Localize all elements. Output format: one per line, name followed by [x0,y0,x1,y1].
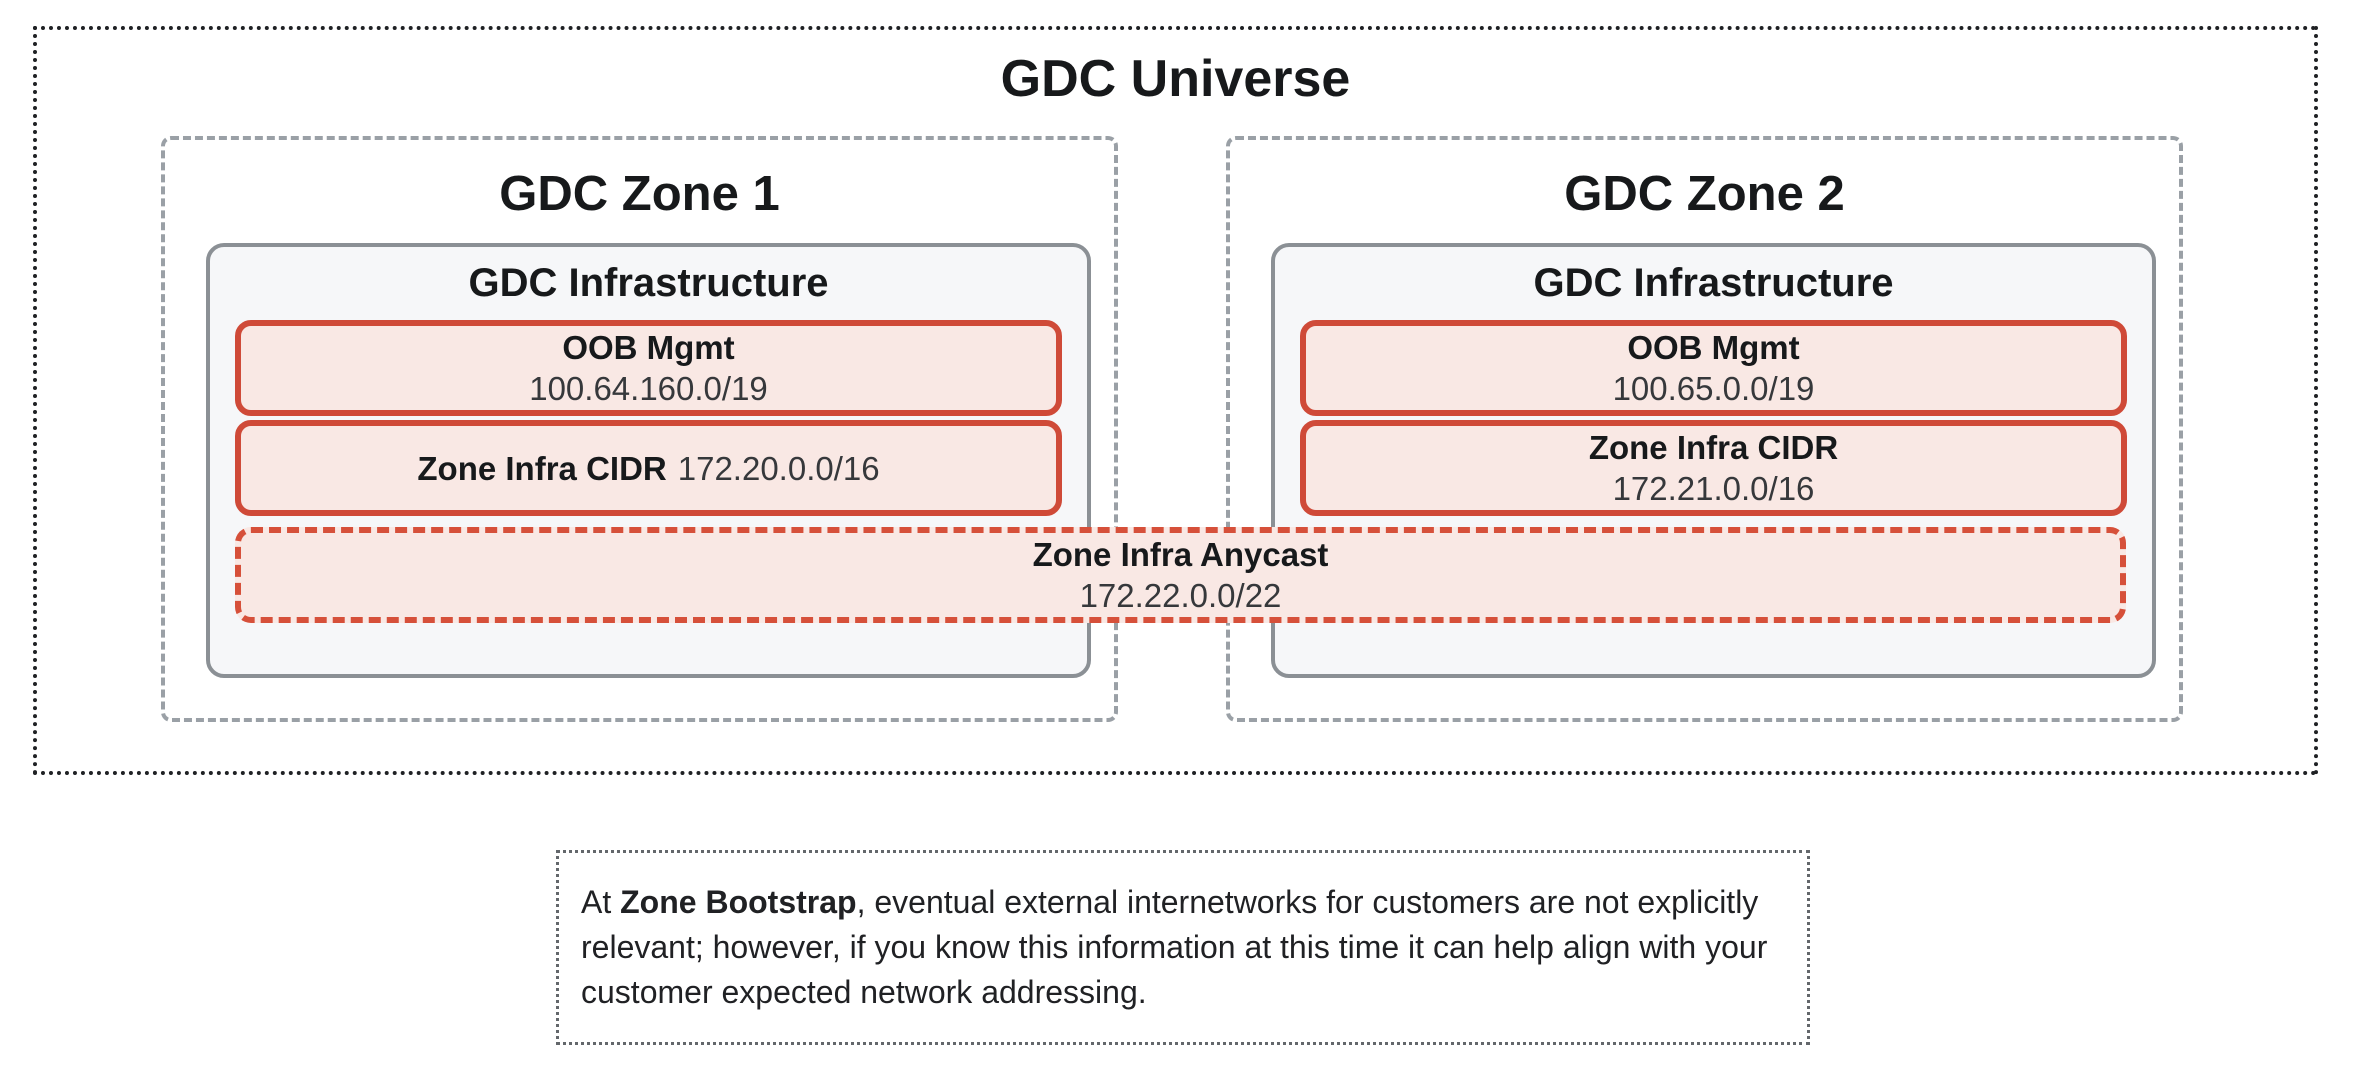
zone-1-box: GDC Zone 1 GDC Infrastructure OOB Mgmt 1… [161,136,1118,722]
zone-1-title: GDC Zone 1 [499,167,780,221]
zone-1-infra-cidr-block: Zone Infra CIDR 172.20.0.0/16 [235,420,1062,516]
universe-title: GDC Universe [1000,50,1351,108]
zone-2-oob-mgmt-block: OOB Mgmt 100.65.0.0/19 [1300,320,2127,416]
zone-2-title: GDC Zone 2 [1564,167,1845,221]
block-label: OOB Mgmt [562,329,735,366]
block-value: 172.20.0.0/16 [677,449,880,487]
note-bold-term: Zone Bootstrap [620,884,857,920]
block-value: 100.65.0.0/19 [1612,370,1815,407]
block-value: 172.22.0.0/22 [1079,577,1282,614]
zone-1-oob-mgmt-block: OOB Mgmt 100.64.160.0/19 [235,320,1062,416]
gdc-universe-box: GDC Universe [33,26,2318,775]
block-label: Zone Infra CIDR [1588,429,1839,466]
zone-1-infrastructure-title: GDC Infrastructure [468,261,829,305]
block-label: Zone Infra CIDR [417,449,667,487]
note-prefix: At [581,884,621,920]
zone-2-infra-cidr-block: Zone Infra CIDR 172.21.0.0/16 [1300,420,2127,516]
block-label: Zone Infra Anycast [1032,536,1329,573]
block-label: OOB Mgmt [1627,329,1800,366]
bootstrap-note-box: At Zone Bootstrap, eventual external int… [556,850,1810,1045]
zone-2-infrastructure-title: GDC Infrastructure [1533,261,1894,305]
block-value: 172.21.0.0/16 [1612,470,1815,507]
zone-2-box: GDC Zone 2 GDC Infrastructure OOB Mgmt 1… [1226,136,2183,722]
zone-infra-anycast-block: Zone Infra Anycast 172.22.0.0/22 [235,527,2126,623]
note-rest: , eventual external internetworks for cu… [581,884,1768,1010]
bootstrap-note-text: At Zone Bootstrap, eventual external int… [581,880,1785,1015]
block-value: 100.64.160.0/19 [529,370,768,407]
